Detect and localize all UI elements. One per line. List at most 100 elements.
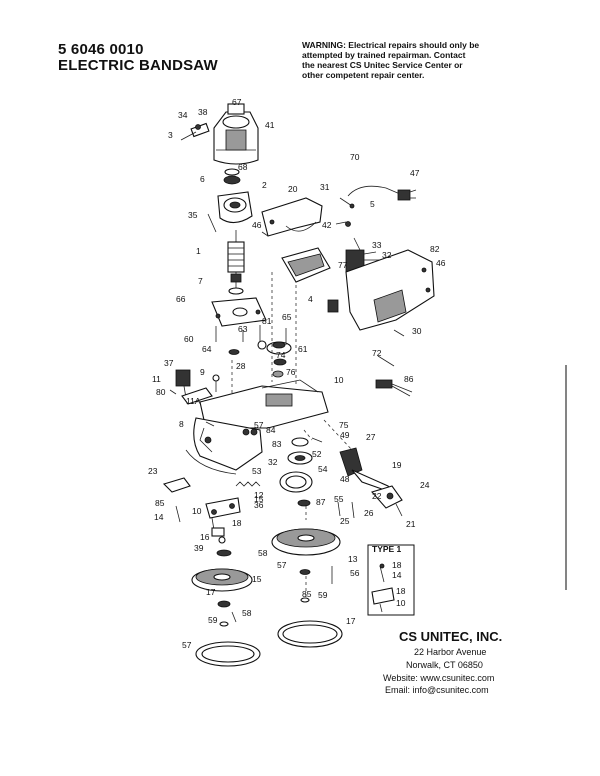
part-belt [279,471,313,493]
callout-label: 3 [168,130,173,140]
callout-label: 57 [182,640,192,650]
callout-label: 68 [238,162,248,172]
callout-label: 86 [404,374,414,384]
callout-label: 7 [198,276,203,286]
callout-label: 11 [152,374,161,384]
callout-label: 81 [262,316,272,326]
part-power-cord [339,185,417,209]
part-screw [207,213,217,233]
callout-label: 27 [366,432,376,442]
part-spring [235,481,261,487]
callout-label: 26 [364,508,374,518]
part-field-housing [217,191,253,224]
part-washer [228,349,240,355]
callout-label: 70 [350,152,360,162]
callout-label: 2 [262,180,267,190]
callout-label: 46 [436,258,446,268]
callout-label: 87 [316,497,326,507]
callout-label: 15 [254,494,264,504]
part-tire-right [277,620,343,648]
part-blade-guide-arm [337,447,403,519]
callout-label: 9 [200,367,205,377]
part-gear-assembly [257,325,292,378]
callout-label: 34 [178,110,188,120]
callout-label: 5 [370,199,375,209]
callout-label: 47 [410,168,420,178]
company-email: Email: info@csunitec.com [385,685,489,695]
part-wheel-right [271,528,341,556]
callout-label: 17 [206,587,216,597]
callout-label: 31 [320,182,330,192]
callout-label: 59 [318,590,328,600]
part-lever [162,477,191,493]
part-armature [227,230,245,290]
product-name: ELECTRIC BANDSAW [58,57,218,74]
callout-label: 61 [298,344,308,354]
inset-callout-label: 18 [392,560,402,570]
company-address-2: Norwalk, CT 06850 [406,660,483,670]
callout-label: 67 [232,97,242,107]
part-switch-module [345,237,380,273]
callout-label: 12 [254,490,264,500]
company-website: Website: www.csunitec.com [383,673,495,683]
callout-label: 13 [0,0,10,2]
callout-label: 76 [286,367,296,377]
callout-label: 64 [202,344,212,354]
callout-label: 28 [236,361,246,371]
part-top-cover [261,197,323,237]
callout-label: 15 [252,574,262,584]
callout-label: 10 [192,506,202,516]
callout-label: 46 [252,220,262,230]
part-bracket [175,497,241,537]
callout-label: 83 [272,439,282,449]
callout-label: 80 [156,387,166,397]
callout-label: 23 [148,466,158,476]
callout-label: 85 [155,498,165,508]
callout-label: 8 [179,419,184,429]
callout-label: 6 [200,174,205,184]
callout-label: 20 [288,184,298,194]
callout-label: 18 [232,518,242,528]
callout-label: 52 [312,449,322,459]
callout-label: 74 [276,350,286,360]
callout-label: 19 [392,460,402,470]
callout-label: 65 [282,312,292,322]
callout-label: 41 [265,120,275,130]
callout-label: 11A [186,396,201,406]
part-wire [375,379,413,397]
callout-label: 58 [258,548,268,558]
callout-label: 10 [334,375,344,385]
warning-line: other competent repair center. [302,70,425,80]
callout-label: 37 [164,358,174,368]
part-drive-pulley [287,429,323,465]
part-washer [223,175,241,185]
part-main-frame [185,379,329,475]
callout-label: 32 [268,457,278,467]
callout-label: 60 [184,334,194,344]
inset-callout-label: 14 [392,570,402,580]
part-motor-housing [213,103,259,165]
callout-label: 72 [372,348,382,358]
callout-label: 59 [208,615,218,625]
part-gear-plate [211,297,267,327]
callout-label: 13 [348,554,358,564]
part-bearing [224,168,240,176]
callout-label: 55 [334,494,344,504]
callout-label: 63 [238,324,248,334]
part-switch [169,369,213,405]
callout-label: 17 [346,616,356,626]
callout-label: 85 [302,589,312,599]
callout-label: 57 [254,420,264,430]
callout-label: 4 [308,294,313,304]
callout-label: 75 [339,420,349,430]
callout-label: 36 [254,500,264,510]
callout-label: 22 [372,491,382,501]
part-bearing [228,287,244,295]
callout-label: 16 [200,532,210,542]
callout-label: 14 [154,512,164,522]
type1-inset [367,544,415,616]
callout-label: 35 [188,210,198,220]
callout-label: 77 [338,260,348,270]
